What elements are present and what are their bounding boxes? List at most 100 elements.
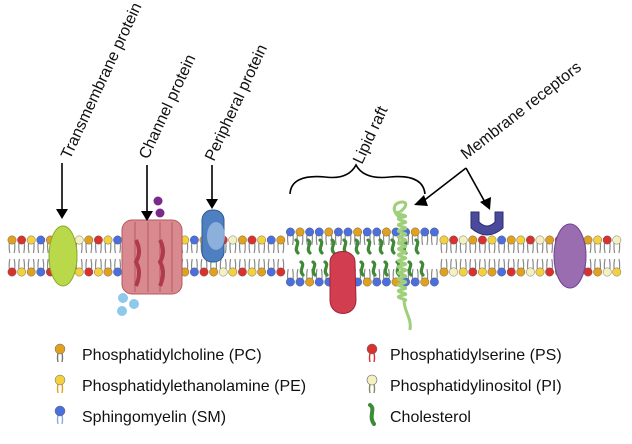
cholesterol-molecule xyxy=(294,238,300,255)
lipid-molecule xyxy=(535,258,545,277)
lipid-molecule xyxy=(612,235,622,254)
lipid-molecule xyxy=(439,235,449,254)
lipid-molecule xyxy=(429,268,439,287)
pc-lipid-icon xyxy=(54,343,66,363)
lipid-molecule xyxy=(324,227,334,246)
legend-pc: Phosphatidylcholine (PC) xyxy=(82,347,262,364)
cholesterol-molecule xyxy=(378,238,384,255)
cholesterol-icon xyxy=(368,403,376,426)
lipid-molecule xyxy=(449,235,458,254)
lipid-molecule xyxy=(295,227,305,246)
lipid-molecule xyxy=(113,258,123,277)
lipid-molecule xyxy=(266,235,276,254)
lipid-molecule xyxy=(247,235,257,254)
lipid-molecule xyxy=(602,258,612,277)
lipid-molecule xyxy=(199,258,209,277)
lipid-molecule xyxy=(362,268,372,287)
lipid-molecule xyxy=(228,235,238,254)
lipid-molecule xyxy=(468,258,478,277)
lipid-molecule xyxy=(103,258,113,277)
lipid-molecule xyxy=(381,227,391,246)
arrows xyxy=(61,163,487,214)
cholesterol-molecule xyxy=(323,260,329,277)
lipid-molecule xyxy=(189,258,199,277)
label-channel-protein: Channel protein xyxy=(136,52,199,162)
lipid-molecule xyxy=(545,235,554,254)
cholesterol-molecule xyxy=(306,238,312,255)
lipid-molecule xyxy=(593,258,602,277)
lipid-molecule xyxy=(266,258,276,277)
ion-blue xyxy=(117,306,127,316)
lipid-molecule xyxy=(420,227,430,246)
lipid-molecule xyxy=(497,235,506,254)
lipid-molecule xyxy=(305,227,314,246)
label-peripheral-protein: Peripheral protein xyxy=(202,42,271,164)
lipid-molecule xyxy=(94,235,103,254)
cholesterol-molecule xyxy=(414,238,420,255)
ion-blue xyxy=(129,299,139,309)
pe-lipid-icon xyxy=(54,374,66,394)
lipid-molecule xyxy=(458,235,468,254)
lipid-molecule xyxy=(276,235,286,254)
lipid-molecule xyxy=(506,258,516,277)
lipid-molecule xyxy=(257,235,266,254)
cholesterol-molecule xyxy=(299,260,305,277)
lipid-molecule xyxy=(497,258,506,277)
right-protein xyxy=(553,223,587,289)
lipid-molecule xyxy=(458,258,468,277)
legend-sm: Sphingomyelin (SM) xyxy=(82,409,226,426)
cholesterol-molecule xyxy=(359,260,365,277)
lipid-molecule xyxy=(487,235,497,254)
raft-protein xyxy=(329,251,357,314)
label-membrane-receptors: Membrane receptors xyxy=(458,59,585,163)
lipid-molecule xyxy=(526,235,535,254)
lipid-molecule xyxy=(477,258,487,277)
ion-purple xyxy=(155,208,165,218)
lipid-molecule xyxy=(189,235,199,254)
helix-receptor xyxy=(392,200,412,331)
pi-lipid-icon xyxy=(366,374,378,394)
transmembrane-protein xyxy=(48,225,78,287)
lipid-molecule xyxy=(353,227,362,246)
lipid-molecule xyxy=(36,258,46,277)
lipid-molecule xyxy=(429,227,439,246)
legend: Phosphatidylcholine (PC) Phosphatidylser… xyxy=(54,343,562,426)
lipid-molecule xyxy=(84,235,94,254)
lipid-molecule xyxy=(468,235,478,254)
cholesterol-molecule xyxy=(366,238,372,255)
lipid-molecule xyxy=(516,235,526,254)
lipid-molecule xyxy=(17,258,27,277)
lipid-molecule xyxy=(410,268,420,287)
cholesterol-molecule xyxy=(311,260,317,277)
lipid-molecule xyxy=(84,258,94,277)
ion-blue xyxy=(118,293,128,303)
cholesterol-molecule xyxy=(318,238,324,255)
lipid-molecule xyxy=(228,258,238,277)
legend-pe: Phosphatidylethanolamine (PE) xyxy=(82,378,306,395)
channel-protein xyxy=(121,219,183,295)
lipid-molecule xyxy=(237,235,247,254)
arrow-receptor-right xyxy=(465,167,487,205)
lipid-molecule xyxy=(94,258,103,277)
cholesterol-molecule xyxy=(371,260,377,277)
cholesterol-molecule xyxy=(419,260,425,277)
lipid-molecule xyxy=(362,227,372,246)
lipid-molecule xyxy=(612,258,622,277)
ion-purple xyxy=(153,196,163,206)
lipid-molecule xyxy=(247,258,257,277)
legend-cholesterol: Cholesterol xyxy=(390,409,471,426)
lipid-molecule xyxy=(593,235,602,254)
lipid-molecule xyxy=(343,227,353,246)
lipid-molecule xyxy=(372,227,382,246)
lipid-molecule xyxy=(237,258,247,277)
lipid-molecule xyxy=(526,258,535,277)
lipid-molecule xyxy=(439,258,449,277)
legend-pi: Phosphatidylinositol (PI) xyxy=(390,378,562,395)
lipid-molecule xyxy=(26,235,36,254)
lipid-molecule xyxy=(285,227,295,246)
cholesterol-molecule xyxy=(383,260,389,277)
peripheral-protein xyxy=(201,209,225,263)
lipid-molecule xyxy=(449,258,458,277)
